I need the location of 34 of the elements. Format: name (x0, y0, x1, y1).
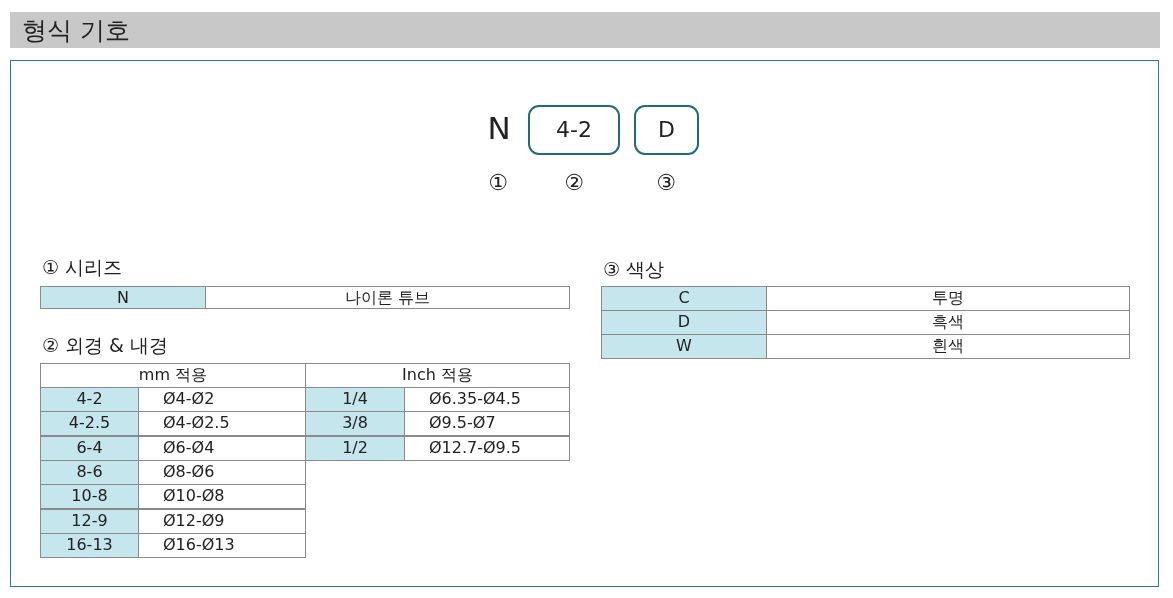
table-cell: Inch 적용 (305, 363, 570, 388)
table-cell: N (40, 286, 206, 309)
code-letter: N (486, 110, 512, 146)
circled-number: ① (487, 170, 509, 195)
section-heading: ① 시리즈 (42, 255, 123, 280)
table-cell: 4-2.5 (40, 411, 139, 437)
page-title: 형식 기호 (22, 15, 130, 47)
table-cell: 6-4 (40, 435, 139, 461)
table-cell: 8-6 (40, 459, 139, 485)
code-box: 4-2 (528, 105, 620, 155)
table-cell: D (601, 310, 767, 335)
table-cell: 흰색 (766, 334, 1130, 359)
table-cell: 12-9 (40, 508, 139, 534)
table-cell: C (601, 286, 767, 311)
section-heading: ③ 색상 (603, 257, 665, 282)
section-heading: ② 외경 & 내경 (42, 333, 168, 358)
table-cell: 10-8 (40, 484, 139, 510)
table-cell: 3/8 (305, 411, 405, 437)
table-cell: 나이론 튜브 (205, 286, 570, 309)
table-cell: Ø9.5-Ø7 (404, 411, 570, 437)
table-cell: W (601, 334, 767, 359)
circled-number: ③ (655, 170, 677, 195)
table-cell: mm 적용 (40, 363, 306, 388)
table-cell: 4-2 (40, 387, 139, 412)
table-cell: 1/2 (305, 435, 405, 461)
table-cell: 16-13 (40, 532, 139, 558)
table-cell: Ø12.7-Ø9.5 (404, 435, 570, 461)
table-cell: Ø12-Ø9 (138, 508, 306, 534)
table-cell: 투명 (766, 286, 1130, 311)
table-cell: Ø16-Ø13 (138, 532, 306, 558)
table-cell: 1/4 (305, 387, 405, 412)
table-cell: Ø10-Ø8 (138, 484, 306, 510)
circled-number: ② (563, 170, 585, 195)
code-box: D (634, 105, 699, 155)
